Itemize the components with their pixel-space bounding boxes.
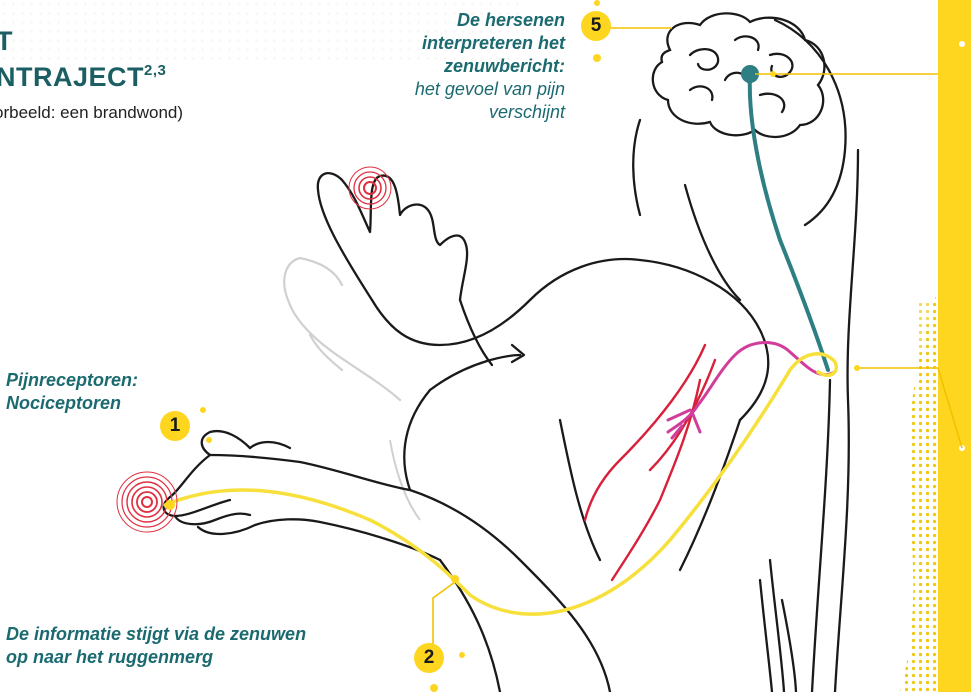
motor-nerve-pink (668, 343, 835, 438)
caption-step-2: De informatie stijgt via de zenuwen op n… (6, 623, 306, 669)
brain-icon (653, 13, 825, 137)
ghost-hand-outline (284, 258, 400, 400)
title-superscript: 2,3 (144, 62, 166, 79)
caption-step-1: Pijnreceptoren: Nociceptoren (6, 369, 138, 415)
step-badge-2: 2 (414, 643, 444, 673)
step-badge-1: 1 (160, 411, 190, 441)
side-accent-band (900, 0, 971, 692)
sensory-nerve-yellow (165, 354, 836, 614)
title-line-1: T (0, 26, 13, 57)
title-line-2: NTRAJECT2,3 (0, 62, 166, 93)
step-badge-5: 5 (581, 11, 611, 41)
subtitle: orbeeld: een brandwond) (0, 103, 183, 123)
caption-step-5: De hersenen interpreteren het zenuwberic… (415, 9, 565, 124)
blood-vessels (585, 345, 715, 580)
